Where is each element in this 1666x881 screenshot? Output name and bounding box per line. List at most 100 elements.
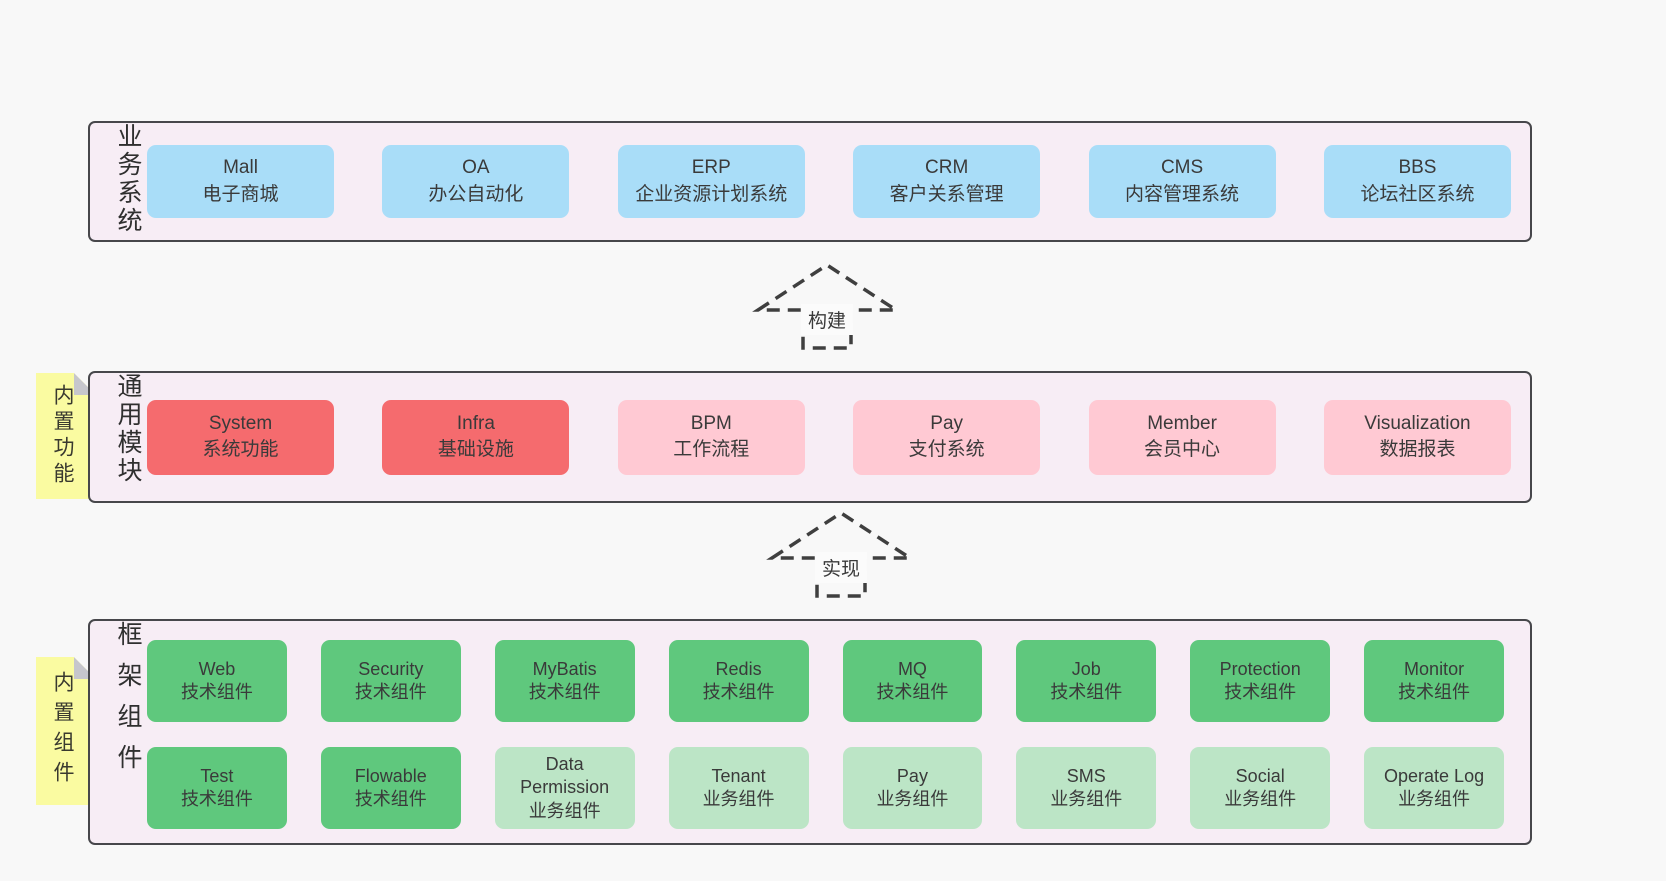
box-visualization: Visualization 数据报表 <box>1323 399 1511 475</box>
box-protection-name: Protection <box>1219 658 1301 679</box>
common-modules-boxes: System 系统功能 Infra 基础设施 BPM 工作流程 Pay 支付系统… <box>147 373 1511 501</box>
box-operate-log: Operate Log 业务组件 <box>1364 747 1504 829</box>
box-job-desc: 技术组件 <box>1050 682 1123 702</box>
box-bbs: BBS 论坛社区系统 <box>1323 145 1511 218</box>
box-visualization-name: Visualization <box>1364 412 1471 434</box>
box-crm-name: CRM <box>925 157 969 179</box>
box-test-name: Test <box>200 765 234 786</box>
box-pay-module-desc: 支付系统 <box>908 439 985 460</box>
arrow-implement-label: 实现 <box>814 552 868 583</box>
box-sms-desc: 业务组件 <box>1050 789 1123 809</box>
box-mall-desc: 电子商城 <box>202 183 279 205</box>
framework-components-label: 框架组件 <box>114 621 142 785</box>
box-bbs-name: BBS <box>1398 157 1437 179</box>
box-oa-name: OA <box>462 157 490 179</box>
panel-framework-components: 框架组件 Web 技术组件 Security 技术组件 MyBatis 技术组件… <box>88 619 1532 845</box>
box-erp: ERP 企业资源计划系统 <box>617 145 805 218</box>
box-operate-log-name: Operate Log <box>1384 765 1485 786</box>
box-data-permission-name: Data Permission <box>520 754 610 798</box>
box-member-desc: 会员中心 <box>1144 439 1221 460</box>
box-data-permission-desc: 业务组件 <box>528 800 601 821</box>
box-member-name: Member <box>1147 412 1217 434</box>
box-mall-name: Mall <box>223 157 258 179</box>
box-mq: MQ 技术组件 <box>842 640 983 722</box>
box-bpm: BPM 工作流程 <box>617 399 805 475</box>
box-bpm-desc: 工作流程 <box>673 439 750 460</box>
box-infra: Infra 基础设施 <box>382 399 570 475</box>
box-visualization-desc: 数据报表 <box>1379 439 1456 460</box>
sticky-tab-built-in-features-label: 内置功能 <box>51 384 74 488</box>
sticky-tab-built-in-features: 内置功能 <box>36 373 96 499</box>
box-web-name: Web <box>198 658 236 679</box>
box-system-name: System <box>208 412 273 434</box>
box-mall: Mall 电子商城 <box>147 145 334 218</box>
sticky-tab-built-in-components-label: 内置组件 <box>51 671 74 791</box>
box-security-name: Security <box>358 658 424 679</box>
box-social-desc: 业务组件 <box>1224 789 1297 809</box>
panel-common-modules: 通用模块 System 系统功能 Infra 基础设施 BPM 工作流程 Pay… <box>88 371 1532 503</box>
box-system-desc: 系统功能 <box>202 439 279 460</box>
box-flowable-desc: 技术组件 <box>354 789 427 809</box>
box-pay-module: Pay 支付系统 <box>853 399 1041 475</box>
box-redis-name: Redis <box>715 658 762 679</box>
box-monitor: Monitor 技术组件 <box>1364 640 1504 722</box>
box-bpm-name: BPM <box>690 412 732 434</box>
box-protection: Protection 技术组件 <box>1190 640 1331 722</box>
business-systems-boxes: Mall 电子商城 OA 办公自动化 ERP 企业资源计划系统 CRM 客户关系… <box>147 123 1511 240</box>
arrow-build-label: 构建 <box>800 304 854 335</box>
box-protection-desc: 技术组件 <box>1224 682 1297 702</box>
box-social: Social 业务组件 <box>1190 747 1331 829</box>
box-flowable-name: Flowable <box>354 765 427 786</box>
box-test: Test 技术组件 <box>147 747 287 829</box>
box-mq-name: MQ <box>897 658 927 679</box>
box-system: System 系统功能 <box>147 399 334 475</box>
box-tenant: Tenant 业务组件 <box>668 747 809 829</box>
box-oa-desc: 办公自动化 <box>428 183 524 205</box>
box-job-name: Job <box>1071 658 1101 679</box>
box-operate-log-desc: 业务组件 <box>1398 789 1471 809</box>
box-redis-desc: 技术组件 <box>702 682 775 702</box>
business-systems-label: 业务系统 <box>114 123 142 235</box>
sticky-tab-built-in-components: 内置组件 <box>36 657 96 805</box>
box-mybatis: MyBatis 技术组件 <box>494 640 635 722</box>
panel-business-systems: 业务系统 Mall 电子商城 OA 办公自动化 ERP 企业资源计划系统 CRM… <box>88 121 1532 242</box>
box-sms: SMS 业务组件 <box>1016 747 1157 829</box>
box-security-desc: 技术组件 <box>354 682 427 702</box>
box-mq-desc: 技术组件 <box>876 682 949 702</box>
box-tenant-desc: 业务组件 <box>702 789 775 809</box>
arrow-build: 构建 <box>752 258 902 354</box>
box-mybatis-name: MyBatis <box>532 658 597 679</box>
box-erp-name: ERP <box>691 157 731 179</box>
box-test-desc: 技术组件 <box>180 789 253 809</box>
common-modules-label: 通用模块 <box>114 373 142 485</box>
box-oa: OA 办公自动化 <box>382 145 570 218</box>
box-crm-desc: 客户关系管理 <box>889 183 1004 205</box>
box-data-permission: Data Permission 业务组件 <box>494 747 635 829</box>
arrow-implement: 实现 <box>766 506 916 602</box>
box-infra-name: Infra <box>456 412 495 434</box>
box-pay-component: Pay 业务组件 <box>842 747 983 829</box>
box-erp-desc: 企业资源计划系统 <box>635 183 788 205</box>
box-web-desc: 技术组件 <box>180 682 253 702</box>
box-member: Member 会员中心 <box>1088 399 1276 475</box>
box-monitor-name: Monitor <box>1404 658 1465 679</box>
box-web: Web 技术组件 <box>147 640 287 722</box>
box-cms-desc: 内容管理系统 <box>1125 183 1240 205</box>
box-redis: Redis 技术组件 <box>668 640 809 722</box>
box-cms-name: CMS <box>1160 157 1204 179</box>
box-tenant-name: Tenant <box>711 765 766 786</box>
box-infra-desc: 基础设施 <box>437 439 514 460</box>
box-pay-module-name: Pay <box>930 412 964 434</box>
box-monitor-desc: 技术组件 <box>1398 682 1471 702</box>
box-cms: CMS 内容管理系统 <box>1088 145 1276 218</box>
framework-components-grid: Web 技术组件 Security 技术组件 MyBatis 技术组件 Redi… <box>147 640 1504 829</box>
box-pay-component-name: Pay <box>896 765 928 786</box>
box-mybatis-desc: 技术组件 <box>528 682 601 702</box>
box-flowable: Flowable 技术组件 <box>320 747 461 829</box>
box-pay-component-desc: 业务组件 <box>876 789 949 809</box>
box-social-name: Social <box>1235 765 1285 786</box>
box-crm: CRM 客户关系管理 <box>853 145 1041 218</box>
box-bbs-desc: 论坛社区系统 <box>1360 183 1475 205</box>
box-security: Security 技术组件 <box>320 640 461 722</box>
